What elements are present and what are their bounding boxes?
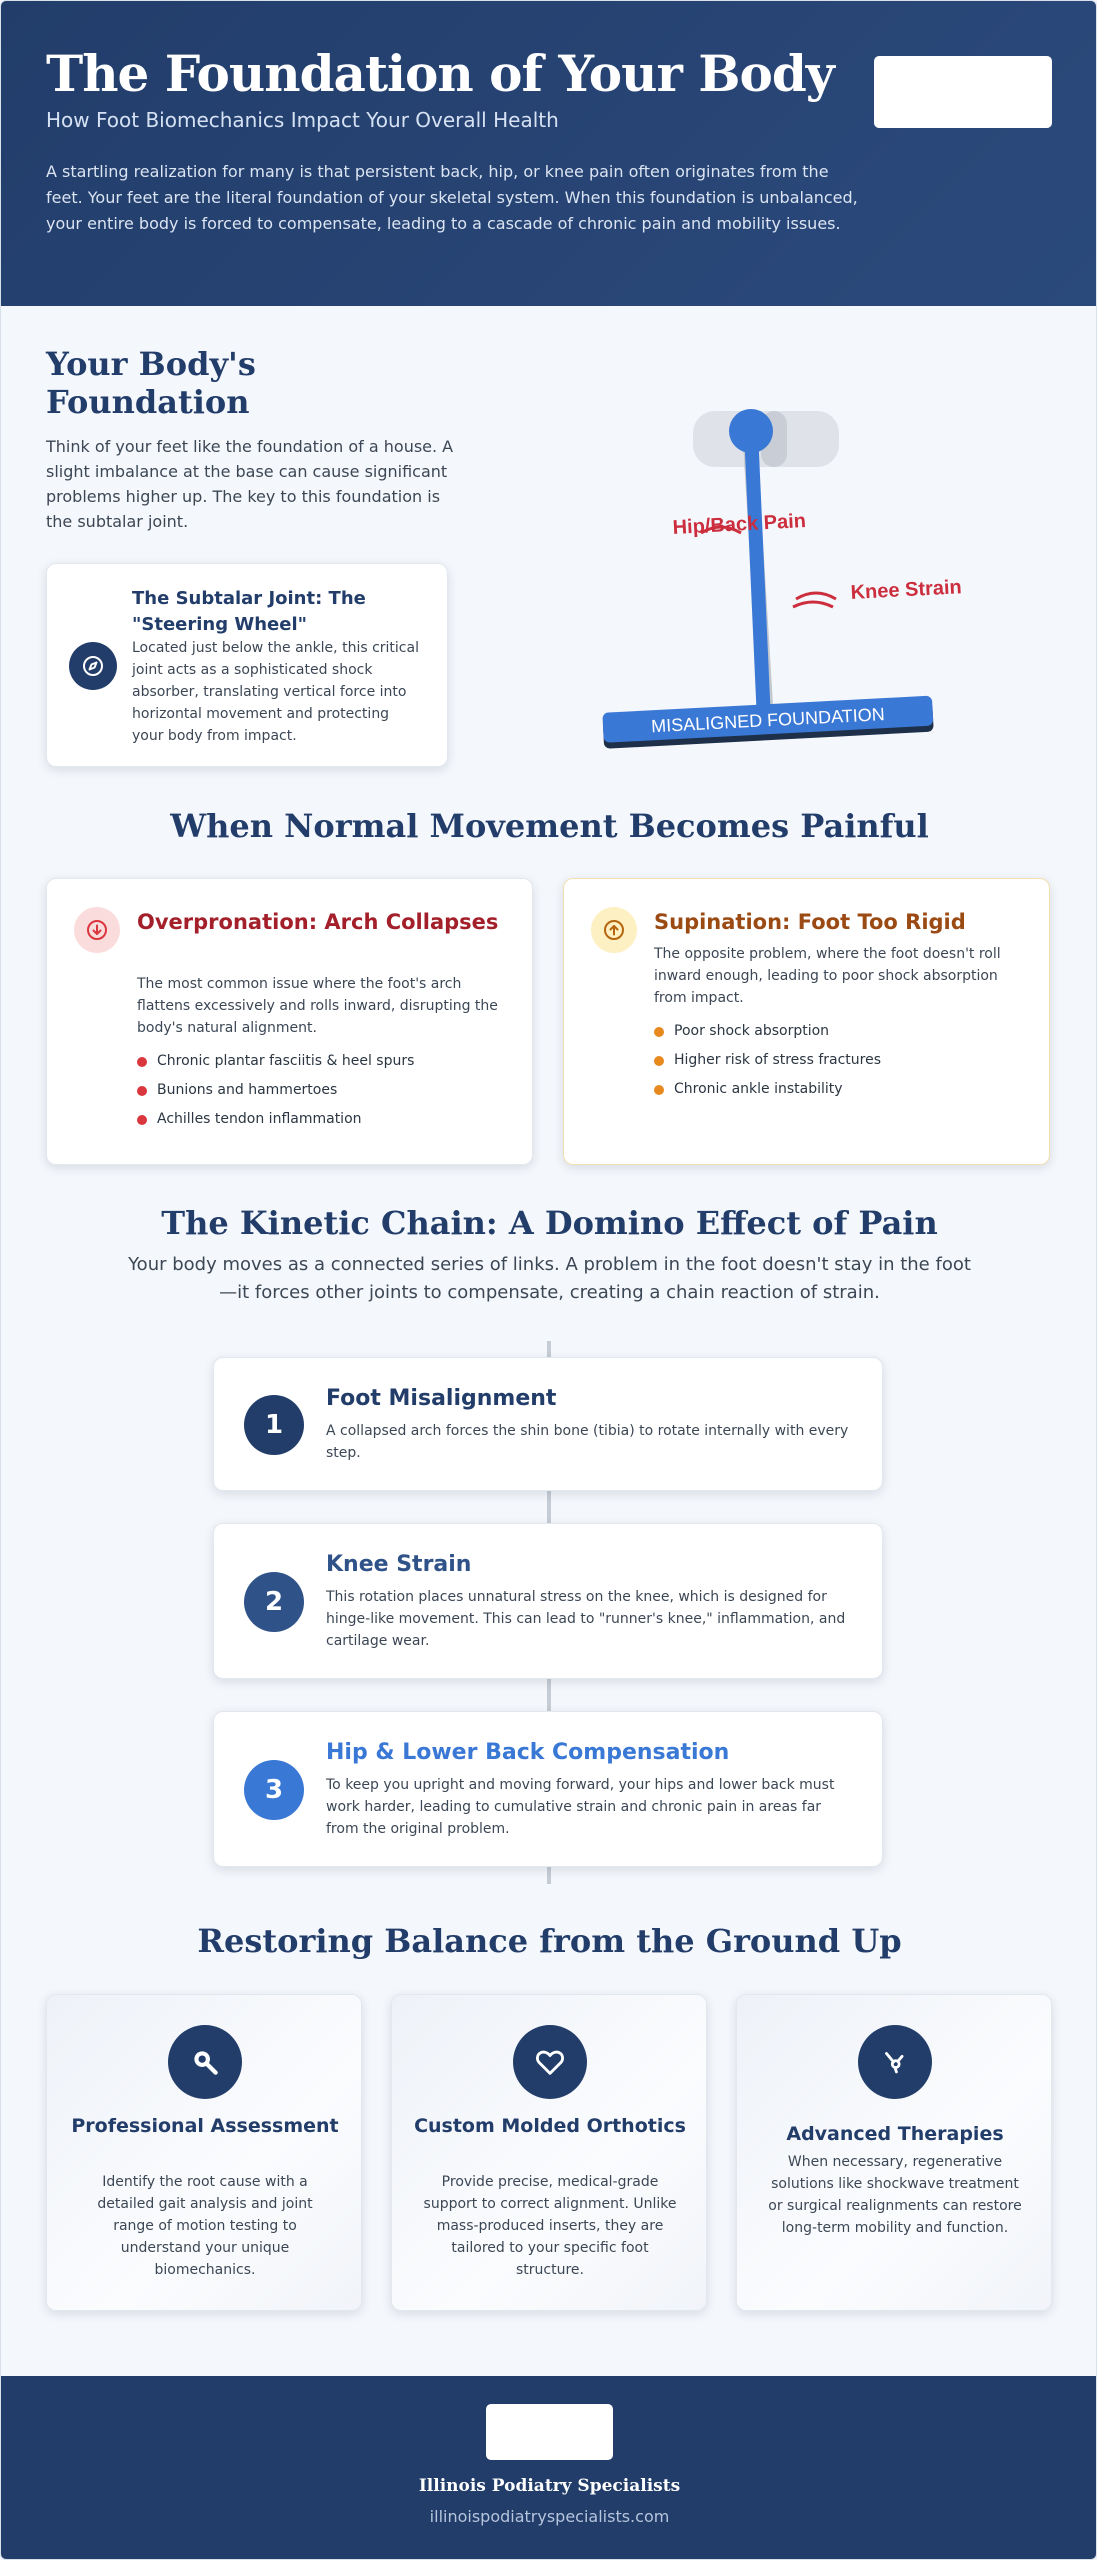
overpronation-title: Overpronation: Arch Collapses [137,910,499,934]
footer-practice-name: Illinois Podiatry Specialists [418,2476,681,2496]
knee-strain-label: Knee Strain [850,576,962,604]
logo-placeholder [874,56,1052,128]
bullet-text: Chronic ankle instability [674,1081,843,1097]
misalignment-diagram: Hip/Back Pain Knee Strain MISALIGNED FOU… [581,381,1001,761]
chain-step-3: 3 Hip & Lower Back Compensation To keep … [213,1711,883,1867]
bullet-dot [654,1027,664,1037]
supination-text: The opposite problem, where the foot doe… [654,946,1001,1006]
restoring-section-title: Restoring Balance from the Ground Up [197,1922,902,1960]
assessment-text: Identify the root cause with a detailed … [97,2174,313,2278]
bullet-dot [137,1057,147,1067]
page-subtitle: How Foot Biomechanics Impact Your Overal… [46,108,559,132]
step-number: 1 [244,1395,304,1455]
assessment-title: Professional Assessment [71,2115,339,2137]
kinetic-text: Your body moves as a connected series of… [128,1254,971,1303]
hip-pain-label: Hip/Back Pain [672,510,806,539]
chain-step-1: 1 Foot Misalignment A collapsed arch for… [213,1357,883,1491]
step-text: A collapsed arch forces the shin bone (t… [326,1423,849,1461]
overpronation-list: Chronic plantar fasciitis & heel spurs B… [137,1047,507,1134]
subtalar-card-text: Located just below the ankle, this criti… [132,640,419,744]
step-title: Foot Misalignment [326,1386,557,1411]
supination-list: Poor shock absorption Higher risk of str… [654,1017,1024,1104]
bullet-dot [654,1056,664,1066]
header: The Foundation of Your Body How Foot Bio… [1,1,1096,306]
footer-website-link[interactable]: illinoispodiatryspecialists.com [429,2507,670,2526]
hip-joint [729,409,773,453]
subtalar-joint-card: The Subtalar Joint: The "Steering Wheel"… [46,563,448,767]
orthotics-text: Provide precise, medical-grade support t… [423,2174,677,2278]
list-item: Poor shock absorption [654,1017,1024,1046]
bullet-text: Poor shock absorption [674,1023,830,1039]
compass-icon [69,642,117,690]
list-item: Achilles tendon inflammation [137,1105,507,1134]
therapies-title: Advanced Therapies [786,2123,1004,2145]
therapy-device-icon [858,2025,932,2099]
intro-text: A startling realization for many is that… [46,162,858,233]
bullet-text: Achilles tendon inflammation [157,1111,362,1127]
step-text: This rotation places unnatural stress on… [326,1589,846,1649]
overpronation-text: The most common issue where the foot's a… [137,976,498,1036]
list-item: Higher risk of stress fractures [654,1046,1024,1075]
orthotics-card: Custom Molded Orthotics Provide precise,… [391,1994,707,2311]
step-text: To keep you upright and moving forward, … [326,1777,835,1837]
supination-card: Supination: Foot Too Rigid The opposite … [563,878,1050,1165]
step-number: 2 [244,1572,304,1632]
bullet-text: Chronic plantar fasciitis & heel spurs [157,1053,415,1069]
movement-section-title: When Normal Movement Becomes Painful [170,807,929,845]
therapies-card: Advanced Therapies When necessary, regen… [736,1994,1052,2311]
bullet-dot [137,1115,147,1125]
step-title: Knee Strain [326,1552,472,1577]
supination-title: Supination: Foot Too Rigid [654,910,966,934]
leg-line [744,424,771,728]
footer-logo-placeholder [486,2404,613,2460]
foundation-text: Think of your feet like the foundation o… [46,437,454,531]
overpronation-card: Overpronation: Arch Collapses The most c… [46,878,533,1165]
orthotics-title: Custom Molded Orthotics [414,2115,686,2137]
arrow-down-circle-icon [74,907,120,953]
subtalar-card-title: The Subtalar Joint: The "Steering Wheel" [132,588,366,635]
footer: Illinois Podiatry Specialists illinoispo… [1,2376,1096,2559]
foundation-base [602,695,934,743]
foundation-title: Your Body's Foundation [46,345,256,421]
chain-step-2: 2 Knee Strain This rotation places unnat… [213,1523,883,1679]
list-item: Chronic plantar fasciitis & heel spurs [137,1047,507,1076]
list-item: Bunions and hammertoes [137,1076,507,1105]
bullet-text: Higher risk of stress fractures [674,1052,881,1068]
search-icon [168,2025,242,2099]
bullet-text: Bunions and hammertoes [157,1082,338,1098]
therapies-text: When necessary, regenerative solutions l… [768,2154,1022,2236]
page-title: The Foundation of Your Body [46,44,835,103]
step-title: Hip & Lower Back Compensation [326,1740,730,1765]
arrow-up-circle-icon [591,907,637,953]
kinetic-section-title: The Kinetic Chain: A Domino Effect of Pa… [161,1204,938,1242]
heart-icon [513,2025,587,2099]
bullet-dot [654,1085,664,1095]
step-number: 3 [244,1760,304,1820]
assessment-card: Professional Assessment Identify the roo… [46,1994,362,2311]
list-item: Chronic ankle instability [654,1075,1024,1104]
bullet-dot [137,1086,147,1096]
